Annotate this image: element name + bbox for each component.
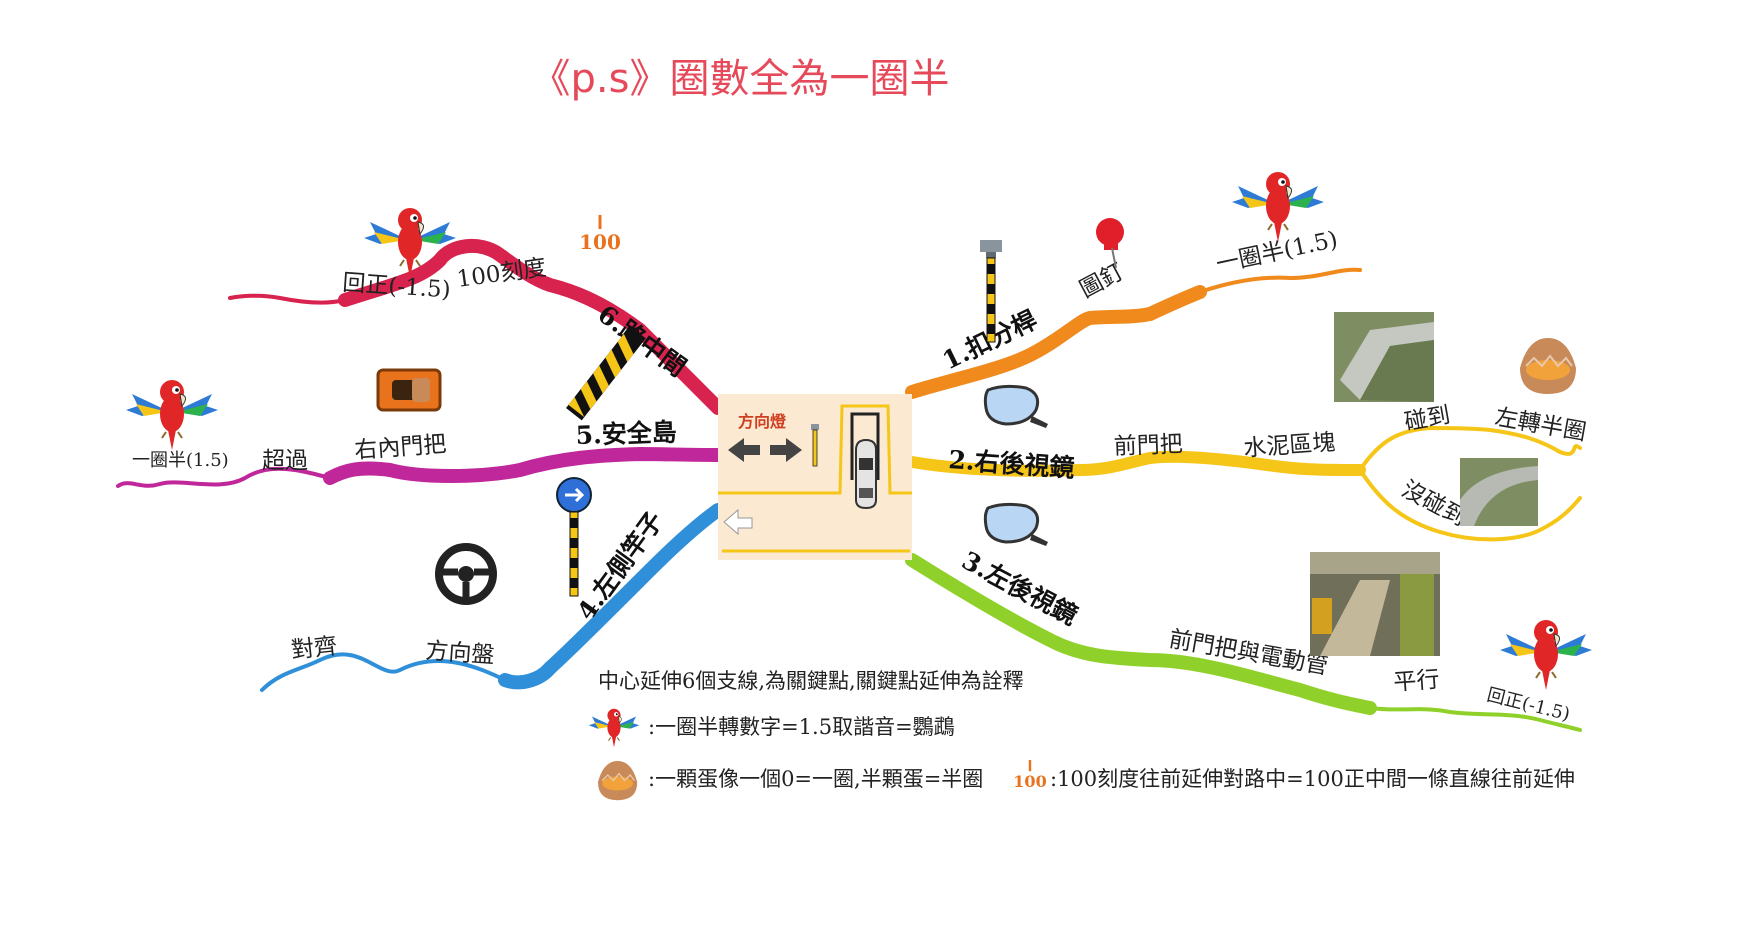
legend-line-2: :一圈半轉數字=1.5取諧音=鸚鵡 [648,715,955,739]
side-pole-icon [556,477,592,597]
safety-island-icon [566,326,646,421]
branch-2-label: 2.右後視鏡 [948,445,1076,483]
branch-6-sub-1: 100刻度 [455,255,548,293]
branch-5-sub-1: 右內門把 [354,432,448,464]
turn-signal-arrows [728,438,802,462]
scale-100-icon [579,215,621,254]
branch-1-sub-1: 圖釘 [1076,259,1129,304]
right-mirror-icon [983,384,1050,430]
branch-3-sub-2: 平行 [1393,667,1441,696]
egg-icon [597,760,638,801]
branch-4-sub-1: 方向盤 [425,638,496,669]
branch-4-sub-2: 對齊 [290,633,338,664]
parrot-icon [588,708,640,748]
branch-2-line [906,450,1366,477]
branch-1-line [905,285,1207,399]
center-label: 方向燈 [738,412,787,431]
small-pole-icon [811,424,819,467]
back-arrow-icon [723,508,753,536]
branch-5-label: 5.安全島 [575,417,677,450]
concrete-photo-2 [1460,458,1538,526]
branch-2-sub-1: 前門把 [1113,432,1183,460]
car-icon [855,438,877,510]
parrot-icon [1499,619,1593,691]
center-node: 方向燈 [718,394,912,560]
branch-5-sub-2: 超過 [262,448,308,474]
pushpin-icon [1096,218,1124,269]
garage-photo [1310,552,1440,656]
branch-4-line [498,503,725,690]
branch-4: 4.左側竿子 方向盤 對齊 [260,477,725,692]
branch-5: 5.安全島 右內門把 超過 一圈半(1.5) [116,326,725,488]
branch-2-sub-5: 沒碰到 [1397,476,1470,531]
branch-1: 1.扣分桿 圖釘 一圈半(1.5) [905,171,1362,399]
branch-5-sub-3: 一圈半(1.5) [132,450,229,471]
scale-100-icon [1013,760,1047,792]
legend: 中心延伸6個支線,為關鍵點,關鍵點延伸為詮釋 :一圈半轉數字=1.5取諧音=鸚鵡… [588,669,1575,801]
branch-6: 6.路中間 100刻度 回正(-1.5) [228,207,725,415]
branch-2-sub-2: 水泥區塊 [1243,430,1337,462]
legend-line-4: :100刻度往前延伸對路中=100正中間一條直線往前延伸 [1050,767,1575,791]
branch-6-line [338,238,725,415]
legend-line-3: :一顆蛋像一個0=一圈,半顆蛋=半圈 [648,767,983,791]
legend-line-1: 中心延伸6個支線,為關鍵點,關鍵點延伸為詮釋 [598,669,1024,693]
parrot-icon [125,379,219,451]
branch-3-line [905,553,1377,715]
branch-2-sub-3: 碰到 [1403,402,1453,436]
steering-wheel-icon [435,543,497,605]
left-mirror-icon [983,502,1050,548]
page-title: 《p.s》圈數全為一圈半 [531,56,950,102]
deduction-pole-icon [980,240,1002,343]
egg-icon [1519,337,1577,395]
branch-5-line [323,446,725,485]
branch-2-sub-4: 左轉半圈 [1493,404,1588,446]
concrete-photo-1 [1334,312,1434,402]
door-handle-icon [376,368,442,412]
